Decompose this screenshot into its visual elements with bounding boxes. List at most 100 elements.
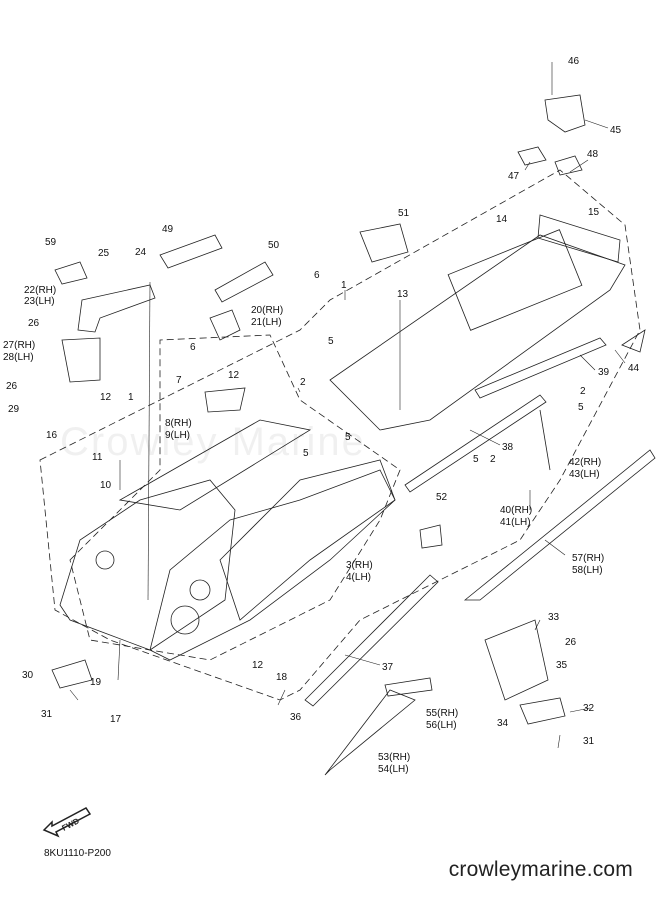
part-55-bracket — [384, 677, 433, 697]
callout-46: 46 — [568, 56, 580, 67]
callout-18: 18 — [276, 672, 288, 683]
part-48-pad — [554, 155, 583, 176]
callout-6b: 6 — [190, 342, 196, 353]
callout-10: 10 — [100, 480, 112, 491]
callout-32: 32 — [583, 703, 595, 714]
callout-31a: 31 — [41, 709, 53, 720]
callout-50: 50 — [268, 240, 280, 251]
callout-4: 4(LH) — [346, 572, 372, 583]
callout-14: 14 — [496, 214, 508, 225]
tunnel-rear-rail — [537, 214, 621, 263]
tunnel-panel — [329, 234, 626, 431]
part-22-bracket — [77, 284, 156, 333]
callout-41: 41(LH) — [500, 517, 531, 528]
callout-7: 7 — [176, 375, 182, 386]
part-50-pad — [214, 261, 274, 303]
callout-12c: 12 — [252, 660, 264, 671]
callout-26b: 26 — [6, 381, 18, 392]
part-49-pad — [159, 234, 223, 269]
part-47-pad — [517, 146, 547, 166]
callout-15: 15 — [588, 207, 600, 218]
frame-hole-3 — [95, 550, 115, 570]
website-label: crowleymarine.com — [448, 858, 633, 881]
part-52-block — [419, 524, 443, 549]
callout-54: 54(LH) — [378, 764, 409, 775]
part-51-pad — [359, 223, 409, 263]
callout-43: 43(LH) — [569, 469, 600, 480]
frame-hole-1 — [170, 605, 200, 635]
callout-57: 57(RH) — [572, 553, 605, 564]
diagram-code: 8KU1110-P200 — [44, 848, 111, 859]
callout-24: 24 — [135, 247, 147, 258]
callout-49: 49 — [162, 224, 174, 235]
callout-9: 9(LH) — [165, 430, 191, 441]
callout-16: 16 — [46, 430, 58, 441]
callout-55: 55(RH) — [426, 708, 459, 719]
callout-26a: 26 — [28, 318, 40, 329]
side-rail-37 — [304, 574, 439, 707]
callout-20: 20(RH) — [251, 305, 284, 316]
callout-34: 34 — [497, 718, 509, 729]
callout-22: 22(RH) — [24, 285, 57, 296]
callout-12b: 12 — [100, 392, 112, 403]
callout-30: 30 — [22, 670, 34, 681]
side-panel-53 — [324, 689, 416, 776]
assembly-boundary-outer — [39, 169, 641, 701]
callout-3: 3(RH) — [346, 560, 373, 571]
callout-21: 21(LH) — [251, 317, 282, 328]
callout-33: 33 — [548, 612, 560, 623]
callout-27: 27(RH) — [3, 340, 36, 351]
callout-6a: 6 — [314, 270, 320, 281]
callout-47: 47 — [508, 171, 520, 182]
callout-38: 38 — [502, 442, 514, 453]
callout-37: 37 — [382, 662, 394, 673]
tunnel-recess — [447, 229, 583, 331]
frame-upper-rail — [118, 419, 312, 511]
part-20-boot — [209, 309, 241, 341]
callout-2b: 2 — [580, 386, 586, 397]
callout-51: 51 — [398, 208, 410, 219]
part-30-grip — [51, 659, 93, 689]
part-45-bracket — [544, 94, 586, 133]
callout-59: 59 — [45, 237, 57, 248]
side-rail-38 — [404, 394, 547, 493]
leader-lines — [69, 62, 626, 749]
part-44-flap — [621, 329, 646, 353]
callout-2: 2 — [300, 377, 306, 388]
callout-13: 13 — [397, 289, 409, 300]
side-rail-39 — [474, 337, 607, 399]
assembly-boundary-inner — [69, 334, 401, 661]
callout-36: 36 — [290, 712, 302, 723]
part-59-pad — [54, 261, 88, 285]
callout-35: 35 — [556, 660, 568, 671]
callout-29: 29 — [8, 404, 20, 415]
callout-11: 11 — [92, 452, 103, 463]
frame-truss — [219, 459, 396, 621]
callout-12a: 12 — [228, 370, 240, 381]
part-32-grip — [519, 697, 566, 725]
part-42-chain — [539, 409, 551, 471]
side-panel-57 — [463, 449, 656, 601]
frame-left-side — [59, 479, 236, 651]
callout-19: 19 — [90, 677, 102, 688]
part-27-bracket — [61, 337, 101, 383]
callout-5e: 5 — [473, 454, 479, 465]
callout-25: 25 — [98, 248, 110, 259]
callout-2c: 2 — [490, 454, 496, 465]
callout-28: 28(LH) — [3, 352, 34, 363]
callout-17: 17 — [110, 714, 122, 725]
part-33-plate — [484, 619, 549, 701]
callout-5b: 5 — [578, 402, 584, 413]
callout-39: 39 — [598, 367, 610, 378]
callout-8: 8(RH) — [165, 418, 192, 429]
callout-53: 53(RH) — [378, 752, 411, 763]
fwd-arrow-icon: FWD — [42, 807, 92, 838]
callout-48: 48 — [587, 149, 599, 160]
frame-hole-2 — [189, 579, 211, 601]
callout-23: 23(LH) — [24, 296, 55, 307]
callout-45: 45 — [610, 125, 622, 136]
callout-5d: 5 — [303, 448, 309, 459]
callout-58: 58(LH) — [572, 565, 603, 576]
frame-right-side — [149, 469, 396, 661]
